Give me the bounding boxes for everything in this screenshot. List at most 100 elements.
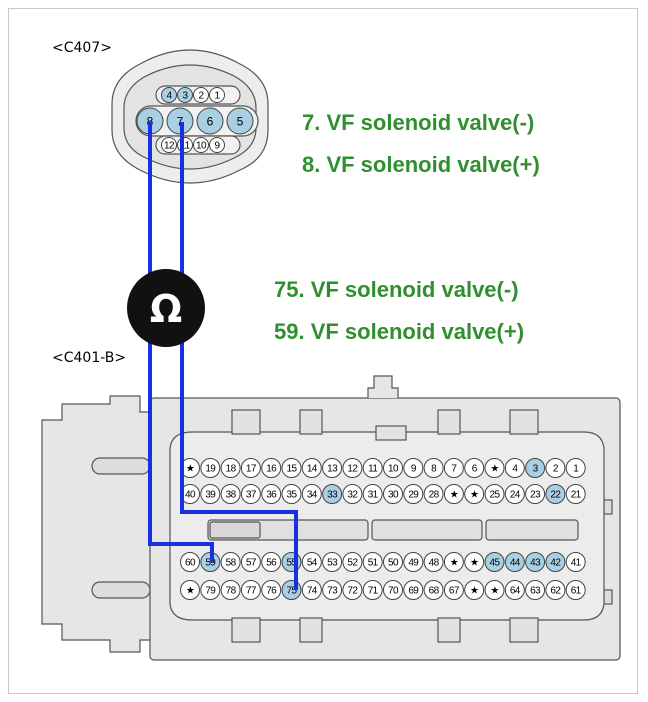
pin-label: 71	[368, 586, 379, 597]
pin-blank	[443, 484, 464, 504]
pin-label: 61	[571, 586, 582, 597]
pin-21	[565, 484, 586, 504]
pin-14	[301, 458, 322, 478]
pin-67	[443, 580, 464, 600]
pin-label: 68	[429, 586, 440, 597]
c401b-label: <C401-B>	[52, 350, 126, 366]
pin-label: 64	[510, 586, 521, 597]
pin-51	[362, 552, 383, 572]
pin-blank	[180, 580, 200, 600]
pin-label: 15	[287, 464, 298, 475]
pin-label: 5	[237, 114, 244, 128]
pin-label: 79	[205, 586, 216, 597]
pin-label: 16	[266, 464, 277, 475]
pin-label: 53	[327, 558, 338, 569]
pin-38	[220, 484, 241, 504]
pin-blank	[464, 484, 485, 504]
pin-label: 3	[533, 464, 539, 475]
pin-label: 70	[388, 586, 399, 597]
pin-4	[504, 458, 525, 478]
pin-72	[342, 580, 363, 600]
pin-label: 34	[307, 490, 318, 501]
pin-58	[220, 552, 241, 572]
pin-78	[220, 580, 241, 600]
pin-60	[180, 552, 200, 572]
pin-17	[240, 458, 261, 478]
pin-label: 1	[215, 91, 221, 102]
pin-8	[423, 458, 444, 478]
pin-label: 77	[246, 586, 257, 597]
pin-56	[261, 552, 282, 572]
pin-label: 23	[530, 490, 541, 501]
pin-1	[209, 87, 225, 103]
diagram-frame	[8, 8, 638, 694]
pin-label: 41	[571, 558, 582, 569]
pin-blank	[464, 552, 485, 572]
pin-29	[403, 484, 424, 504]
pin-label: 4	[512, 464, 518, 475]
pin-blank	[484, 458, 505, 478]
pin-label: 29	[408, 490, 419, 501]
ohm-symbol: Ω	[150, 287, 182, 331]
pin-24	[504, 484, 525, 504]
pin-62	[545, 580, 566, 600]
pin-12	[161, 137, 177, 153]
pin-label: 6	[472, 464, 478, 475]
pin-label: 2	[199, 91, 205, 102]
pin-36	[261, 484, 282, 504]
pin-label: 55	[287, 558, 298, 569]
pin-label: 69	[408, 586, 419, 597]
pin-15	[281, 458, 302, 478]
pin-label: 22	[550, 490, 561, 501]
pin-label: 37	[246, 490, 257, 501]
pin-label: 38	[226, 490, 237, 501]
pin-74	[301, 580, 322, 600]
pin-28	[423, 484, 444, 504]
pin-label: 9	[411, 464, 417, 475]
pin-label: 4	[167, 91, 173, 102]
pin-label: 13	[327, 464, 338, 475]
pin-39	[200, 484, 221, 504]
pin-22	[545, 484, 566, 504]
pin-10	[383, 458, 403, 478]
pin-43	[525, 552, 546, 572]
pin-45	[484, 552, 505, 572]
pin-64	[504, 580, 525, 600]
pin-label: 32	[347, 490, 358, 501]
pin-label: 7	[451, 464, 457, 475]
pin-19	[200, 458, 221, 478]
pin-label: 10	[196, 141, 207, 152]
pin-12	[342, 458, 363, 478]
pin-blank	[443, 552, 464, 572]
pin-label: 63	[530, 586, 541, 597]
pin-3	[177, 87, 193, 103]
pin-63	[525, 580, 546, 600]
pin-70	[383, 580, 403, 600]
c407-label: <C407>	[52, 40, 112, 56]
pin-label: 74	[307, 586, 318, 597]
pin-blank	[484, 580, 505, 600]
pin-label: 30	[388, 490, 399, 501]
pin-23	[525, 484, 546, 504]
pin-label: 17	[246, 464, 257, 475]
pin-11	[362, 458, 383, 478]
pin-label: 24	[510, 490, 521, 501]
pin-label: 36	[266, 490, 277, 501]
pin-label: 72	[347, 586, 358, 597]
pin-30	[383, 484, 403, 504]
pin-label: 12	[164, 141, 175, 152]
pin-label: 10	[388, 464, 399, 475]
pin-label: 39	[205, 490, 216, 501]
pin-16	[261, 458, 282, 478]
pin-label: 56	[266, 558, 277, 569]
pin-68	[423, 580, 444, 600]
pin-label: 58	[226, 558, 237, 569]
pin-37	[240, 484, 261, 504]
pin-label: 9	[215, 141, 221, 152]
pin-52	[342, 552, 363, 572]
pin-label: 57	[246, 558, 257, 569]
pin-label: 59	[205, 558, 216, 569]
pin-label: 51	[368, 558, 379, 569]
annotation-pin7: 7. VF solenoid valve(-)	[302, 110, 534, 135]
pin-label: 6	[207, 114, 214, 128]
